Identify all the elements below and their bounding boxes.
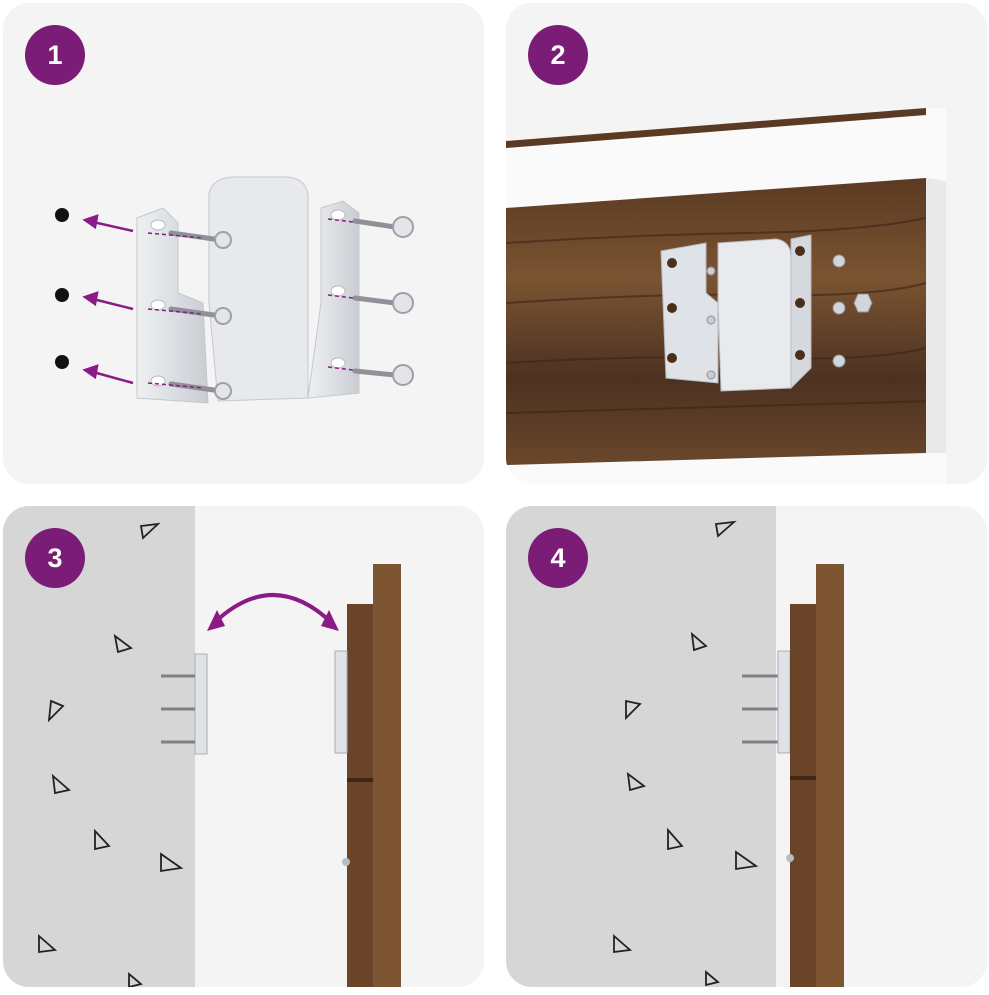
swap-arrow — [211, 593, 335, 626]
step-2-panel: 2 — [506, 3, 987, 484]
joined-bracket — [777, 650, 791, 754]
step-3-badge: 3 — [25, 528, 85, 588]
cabinet-back — [790, 604, 816, 987]
step-4-panel: 4 — [506, 506, 987, 987]
step-1-panel: 1 — [3, 3, 484, 484]
cabinet-side — [373, 564, 401, 987]
step-4-badge: 4 — [528, 528, 588, 588]
wall — [3, 506, 195, 987]
cabinet-side — [816, 564, 844, 987]
step-1-illustration — [55, 176, 414, 404]
cabinet-bracket — [334, 650, 348, 754]
bracket-left-plate — [136, 207, 209, 404]
wall-bracket — [194, 653, 208, 755]
bracket-center-tongue — [208, 176, 309, 402]
step-2-illustration — [506, 108, 946, 484]
step-3-panel: 3 — [3, 506, 484, 987]
bracket-right-plate — [307, 200, 360, 399]
step-3-illustration — [3, 506, 401, 987]
step-1-badge: 1 — [25, 25, 85, 85]
step-2-badge: 2 — [528, 25, 588, 85]
cabinet-back — [347, 604, 373, 987]
